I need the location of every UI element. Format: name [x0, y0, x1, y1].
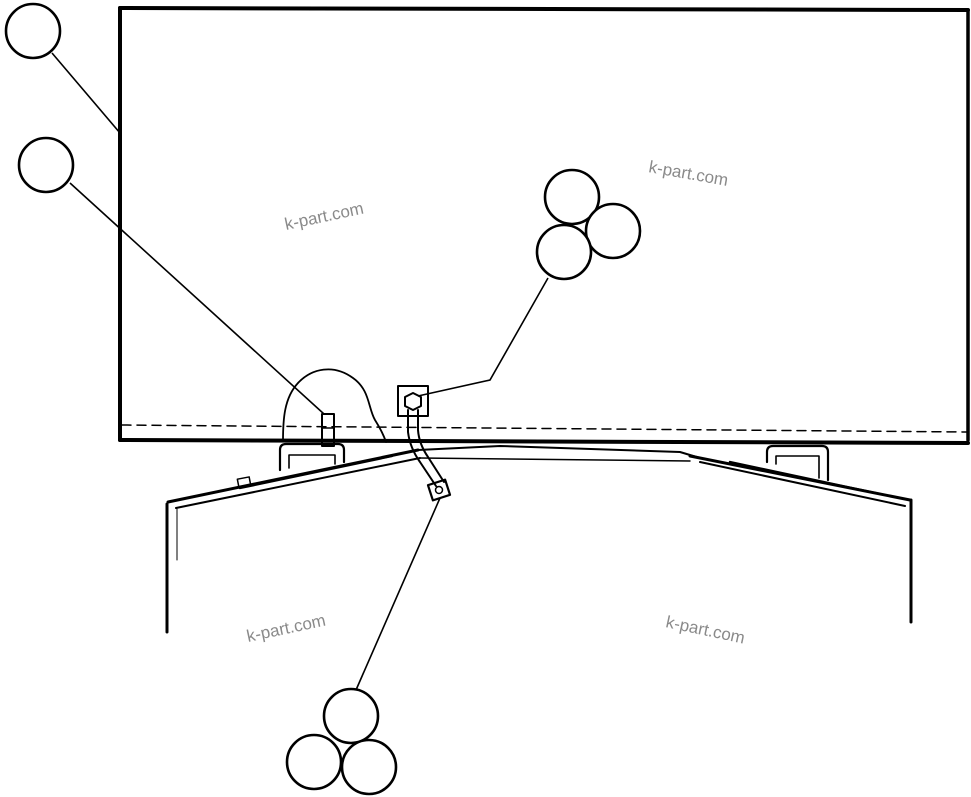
upper-panel	[118, 6, 970, 445]
callout-panel	[4, 2, 62, 60]
fitting-nut	[404, 392, 422, 411]
bracket-bolt	[321, 413, 335, 447]
callout-bracket-bolt	[17, 136, 75, 194]
centerline-dashed	[121, 424, 969, 433]
left-bracket	[278, 413, 346, 472]
hose-end-fitting	[426, 478, 452, 502]
callout-group-hose-end	[285, 687, 398, 796]
watermark-4: k-part.com	[664, 612, 746, 647]
watermark-2: k-part.com	[647, 157, 729, 190]
hose-assembly	[397, 385, 452, 502]
cover-hump	[282, 368, 387, 443]
watermarks: k-part.com k-part.com k-part.com k-part.…	[245, 157, 747, 647]
leader-lines	[51, 52, 549, 691]
fitting-box	[397, 385, 429, 417]
right-bracket	[765, 444, 830, 482]
watermark-1: k-part.com	[283, 199, 365, 234]
watermark-3: k-part.com	[245, 611, 327, 646]
callout-group-fitting	[535, 168, 642, 281]
lower-body	[165, 445, 913, 634]
